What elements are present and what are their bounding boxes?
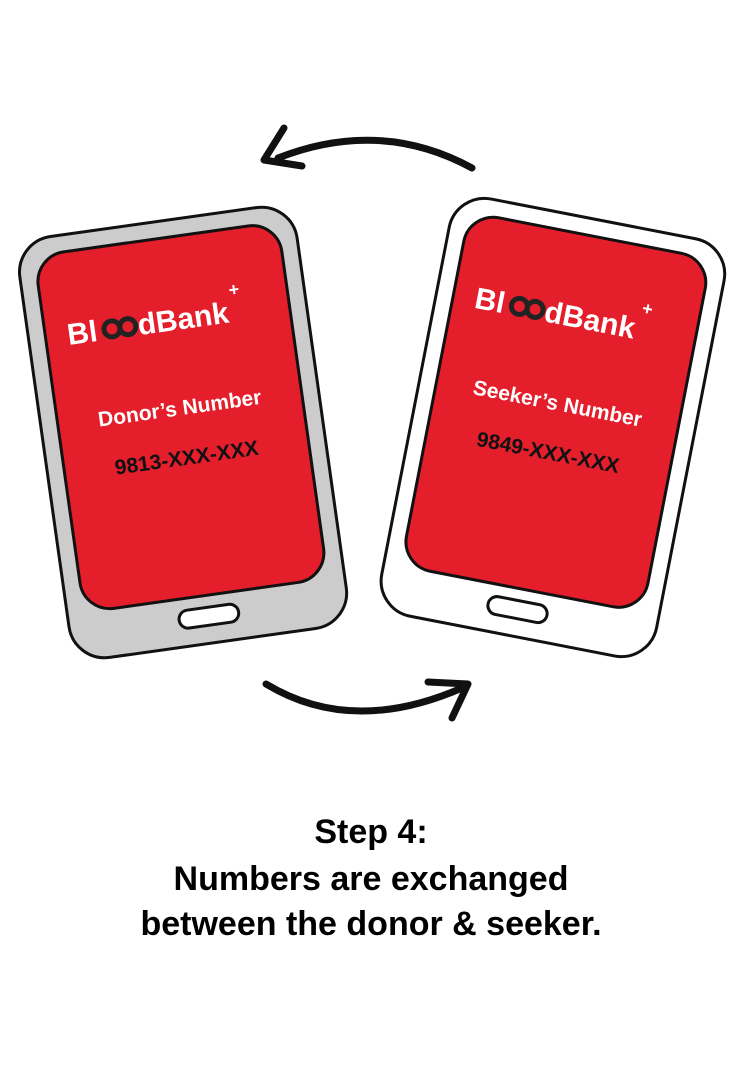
top-arrow-icon: [260, 124, 476, 172]
logo-plus: +: [640, 298, 654, 320]
logo-plus: +: [227, 279, 240, 300]
step-description-line-2: between the donor & seeker.: [140, 905, 602, 943]
logo-drop-icon: [508, 295, 546, 320]
logo-prefix: Bl: [65, 315, 99, 352]
step-description-line-1: Numbers are exchanged: [173, 860, 569, 898]
donor-home-button: [177, 602, 241, 630]
seeker-home-button: [486, 595, 549, 625]
bottom-arrow-icon: [262, 678, 472, 722]
logo-prefix: Bl: [472, 282, 508, 320]
donor-phone: Bl dBank + Donor’s Number 9813-XXX-XXX: [18, 205, 349, 660]
step-title: Step 4:: [314, 813, 428, 851]
seeker-phone: Bl dBank + Seeker’s Number 9849-XXX-XXX: [379, 196, 727, 659]
logo-drop-icon: [101, 316, 139, 340]
seeker-phone-screen: [404, 215, 708, 609]
